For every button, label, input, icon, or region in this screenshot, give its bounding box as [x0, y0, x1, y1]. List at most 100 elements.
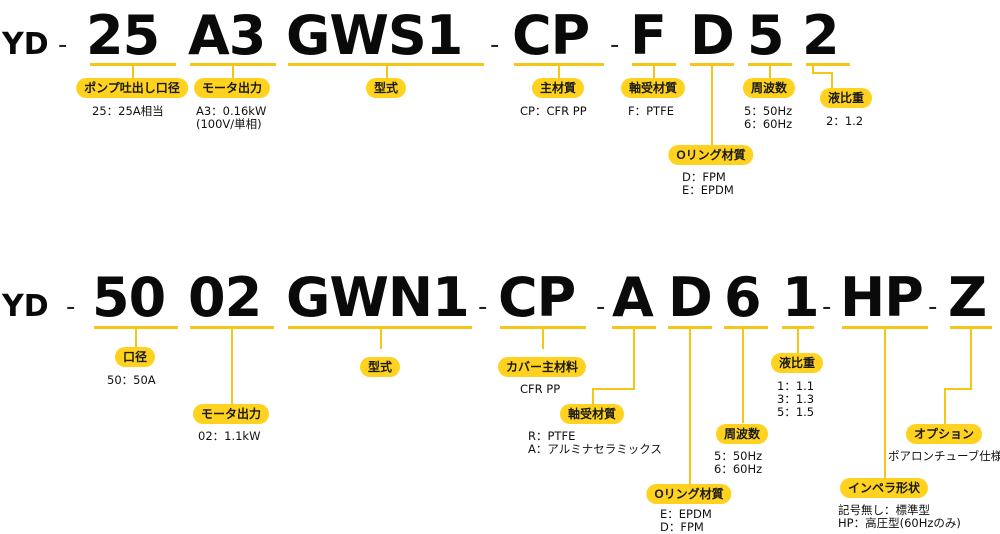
model2-seg-type: GWN1: [286, 266, 470, 329]
note-option: ポアロンチューブ仕様: [888, 449, 1000, 463]
underline: [690, 63, 734, 66]
connector: [542, 329, 544, 349]
label-frequency: 周波数: [742, 78, 796, 98]
note-motor: A3：0.16kW(100V/単相): [196, 104, 267, 131]
label-option: オプション: [905, 424, 983, 444]
connector: [742, 329, 744, 423]
label-oring: Oリング材質: [646, 484, 732, 504]
underline: [632, 63, 676, 66]
note-bearing: F：PTFE: [628, 104, 674, 118]
model2-seg-gravity: 1: [782, 266, 820, 329]
underline: [806, 63, 850, 66]
connector: [944, 388, 972, 390]
underline: [724, 326, 768, 329]
label-type: 型式: [359, 357, 401, 377]
underline: [950, 326, 992, 329]
label-material: カバー主材料: [497, 357, 587, 377]
model1-dash: -: [490, 30, 500, 60]
model2-seg-frequency: 6: [724, 266, 762, 329]
label-bore: ポンプ吐出し口径: [76, 78, 188, 98]
underline: [500, 326, 586, 329]
connector: [944, 388, 946, 424]
underline: [842, 326, 928, 329]
note-material: CFR PP: [520, 382, 561, 396]
model2-dash: -: [822, 292, 832, 322]
connector: [380, 329, 382, 349]
underline: [288, 63, 484, 66]
underline: [288, 326, 472, 329]
model1-dash: -: [58, 30, 68, 60]
connector: [592, 388, 594, 404]
label-gravity: 液比重: [770, 353, 824, 373]
model1-seg-material: CP: [512, 4, 590, 67]
model1-seg-type: GWS1: [286, 4, 463, 67]
label-oring: Oリング材質: [668, 145, 754, 165]
connector: [592, 388, 635, 390]
model2-seg-bore: 50: [92, 266, 166, 329]
underline: [514, 63, 604, 66]
connector: [558, 66, 560, 78]
note-gravity: 2：1.2: [826, 114, 864, 128]
label-bearing: 軸受材質: [620, 78, 686, 98]
note-bore: 25：25A相当: [92, 104, 164, 118]
label-impeller: インペラ形状: [839, 478, 929, 498]
model2-prefix: YD: [2, 289, 49, 324]
connector: [812, 66, 814, 74]
connector: [831, 72, 833, 88]
model1-seg-frequency: 5: [747, 4, 785, 67]
label-material: 主材質: [531, 78, 585, 98]
underline: [748, 63, 792, 66]
underline: [90, 63, 176, 66]
connector: [231, 329, 233, 405]
connector: [386, 66, 388, 78]
model1-seg-bore: 25: [86, 4, 160, 67]
model2-seg-bearing: A: [612, 266, 654, 329]
connector: [135, 329, 137, 347]
connector: [797, 329, 799, 353]
note-motor: 02：1.1kW: [198, 429, 261, 443]
model2-dash: -: [66, 292, 76, 322]
label-type: 型式: [365, 78, 407, 98]
connector: [653, 66, 655, 78]
label-bore: 口径: [114, 347, 156, 367]
underline: [94, 326, 178, 329]
model2-seg-impeller: HP: [840, 266, 924, 329]
label-gravity: 液比重: [819, 88, 873, 108]
model2-seg-oring: D: [668, 266, 713, 329]
model2-dash: -: [478, 292, 488, 322]
label-motor: モータ出力: [193, 78, 271, 98]
label-frequency: 周波数: [715, 424, 769, 444]
model2-seg-option: Z: [948, 266, 987, 329]
model1-dash: -: [610, 30, 620, 60]
underline: [668, 326, 712, 329]
model2-seg-motor: 02: [188, 266, 262, 329]
connector: [812, 72, 832, 74]
underline: [612, 326, 656, 329]
connector: [884, 329, 886, 479]
model1-seg-oring: D: [690, 4, 735, 67]
connector: [232, 66, 234, 78]
connector: [711, 66, 713, 146]
label-bearing: 軸受材質: [559, 404, 625, 424]
connector: [970, 329, 972, 389]
connector: [633, 329, 635, 389]
label-motor: モータ出力: [192, 404, 270, 424]
connector: [689, 329, 691, 484]
model2-dash: -: [596, 292, 606, 322]
model2-seg-material: CP: [498, 266, 576, 329]
underline: [190, 326, 274, 329]
underline: [190, 63, 276, 66]
note-bore: 50：50A: [107, 373, 156, 387]
connector: [769, 66, 771, 78]
model2-dash: -: [928, 292, 938, 322]
model1-seg-motor: A3: [188, 4, 266, 67]
connector: [132, 66, 134, 78]
model1-seg-gravity: 2: [802, 4, 840, 67]
